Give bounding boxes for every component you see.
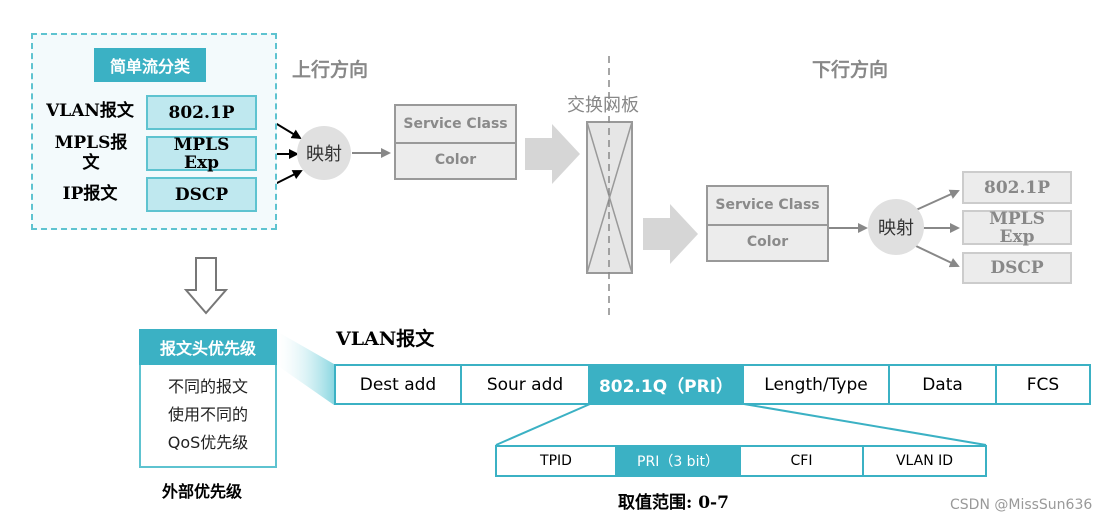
zoom-line-right (743, 403, 987, 446)
vlan-frame-title: VLAN报文 (336, 328, 435, 350)
upstream-service-class-box: Service Class Color (394, 104, 517, 180)
frame-field-sour-add: Sour add (462, 364, 590, 405)
ip-packet-label: IP报文 (40, 184, 140, 204)
field-8021p: 802.1P (146, 95, 257, 130)
vlan-packet-label: VLAN报文 (40, 101, 140, 121)
upstream-map-label: 映射 (306, 144, 342, 165)
field-dscp-text: DSCP (174, 184, 229, 205)
mpls-packet-label-line1: MPLS报 (54, 133, 128, 153)
priority-fan (278, 332, 334, 405)
field-mpls-exp: MPLS Exp (146, 134, 257, 173)
field-mpls-exp-line1: MPLS (173, 134, 230, 155)
arrow-map-to-dscp (915, 245, 960, 268)
downstream-map-label: 映射 (878, 218, 914, 239)
zoom-line-left (495, 403, 591, 446)
downstream-color: Color (746, 233, 789, 250)
pri-range-caption: 取值范围: 0-7 (618, 493, 729, 513)
output-mpls-exp-line1: MPLS (989, 208, 1045, 229)
output-mpls-exp-line2: Exp (999, 226, 1035, 247)
watermark: CSDN @MissSun636 (950, 497, 1093, 513)
frame-field-data: Data (890, 364, 997, 405)
output-8021p: 802.1P (962, 171, 1072, 204)
switch-fabric-x2 (586, 121, 633, 274)
output-dscp-text: DSCP (990, 258, 1044, 278)
external-priority-caption: 外部优先级 (162, 482, 243, 501)
frame-field-fcs: FCS (997, 364, 1091, 405)
hollow-down-arrow (183, 257, 229, 315)
upstream-color: Color (434, 152, 477, 168)
output-dscp: DSCP (962, 252, 1072, 284)
classification-title: 简单流分类 (94, 48, 206, 82)
header-priority-line-1: 不同的报文 (167, 377, 248, 396)
ip-packet-label-text: IP报文 (62, 184, 118, 204)
switch-fabric-label: 交换网板 (567, 95, 639, 116)
frame-field-dest-add: Dest add (334, 364, 462, 405)
block-arrow-down (643, 204, 698, 264)
sub-field-cfi: CFI (741, 445, 864, 477)
upstream-label: 上行方向 (292, 59, 369, 81)
downstream-label: 下行方向 (812, 59, 889, 81)
upstream-service-class: Service Class (396, 106, 515, 144)
sub-field-pri: PRI（3 bit） (617, 445, 741, 477)
field-mpls-exp-line2: Exp (184, 152, 219, 173)
downstream-service-class: Service Class (708, 187, 827, 226)
header-priority-title: 报文头优先级 (139, 329, 277, 365)
output-8021p-text: 802.1P (983, 177, 1051, 198)
downstream-service-class-box: Service Class Color (706, 185, 829, 262)
block-arrow-up (525, 124, 580, 184)
mpls-packet-label-line2: 文 (82, 153, 100, 173)
upstream-map-circle: 映射 (297, 126, 351, 180)
frame-field-8021q-pri: 802.1Q（PRI） (590, 364, 744, 405)
vlan-packet-label-text: VLAN报文 (46, 101, 134, 121)
header-priority-line-3: QoS优先级 (167, 433, 249, 452)
output-mpls-exp: MPLS Exp (962, 208, 1072, 247)
header-priority-line-2: 使用不同的 (167, 405, 248, 424)
field-dscp: DSCP (146, 177, 257, 212)
arrow-map-to-8021p (915, 189, 960, 211)
mpls-packet-label: MPLS报 文 (45, 133, 137, 173)
sub-field-vlan-id: VLAN ID (864, 445, 987, 477)
frame-field-length-type: Length/Type (744, 364, 890, 405)
downstream-map-circle: 映射 (868, 199, 924, 255)
field-8021p-text: 802.1P (168, 102, 235, 123)
sub-field-tpid: TPID (495, 445, 617, 477)
